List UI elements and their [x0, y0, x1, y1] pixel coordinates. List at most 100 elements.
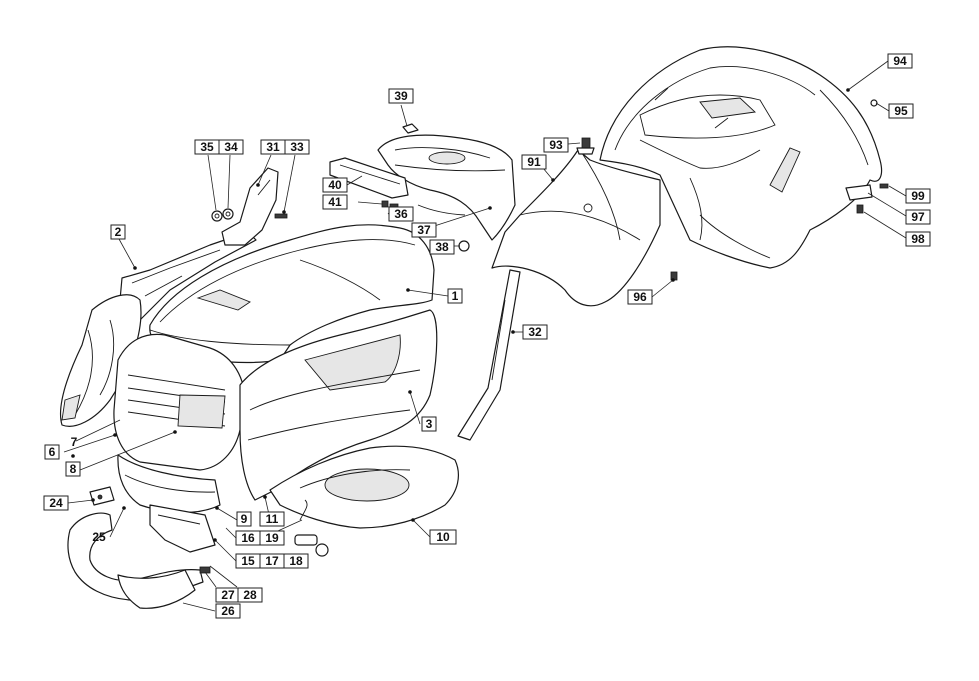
callout-11: 11	[259, 511, 285, 527]
callout-94: 94	[887, 53, 913, 69]
bracket-part-31	[221, 167, 279, 246]
callout-2: 2	[110, 224, 126, 240]
callout-99: 99	[905, 188, 931, 204]
svg-text:93: 93	[549, 138, 563, 152]
bumper-shield-part-26	[117, 569, 196, 609]
footboard-part-91	[491, 149, 661, 307]
callout-36: 36	[388, 206, 414, 222]
svg-text:91: 91	[527, 155, 541, 169]
callout-37: 37	[411, 222, 437, 238]
svg-text:39: 39	[394, 89, 408, 103]
svg-text:37: 37	[417, 223, 431, 237]
callout-35: 35	[194, 139, 220, 155]
callout-19: 19	[259, 530, 285, 546]
nut-part-35	[211, 210, 223, 222]
lower-panel-part-15	[117, 454, 221, 514]
callout-24: 24	[43, 495, 69, 511]
cylinder-part-17	[294, 534, 318, 546]
bottom-tray-part-10	[269, 445, 459, 529]
callout-38: 38	[429, 239, 455, 255]
callout-39: 39	[388, 88, 414, 104]
hood-part-1	[149, 224, 435, 364]
svg-text:33: 33	[290, 140, 304, 154]
bolt-part-33	[274, 213, 288, 219]
fastener-part-95	[870, 99, 878, 107]
plate-part-24	[89, 486, 115, 506]
callout-1: 1	[447, 288, 463, 304]
svg-text:35: 35	[200, 140, 214, 154]
svg-text:6: 6	[49, 445, 56, 459]
svg-text:36: 36	[394, 207, 408, 221]
screw-part-98	[856, 204, 864, 214]
svg-text:16: 16	[241, 531, 255, 545]
callout-3: 3	[421, 416, 437, 432]
svg-text:10: 10	[436, 530, 450, 544]
svg-text:34: 34	[224, 140, 238, 154]
callout-33: 33	[284, 139, 310, 155]
bolt-part-99	[879, 183, 889, 189]
svg-text:40: 40	[328, 178, 342, 192]
svg-text:28: 28	[243, 588, 257, 602]
svg-text:19: 19	[265, 531, 279, 545]
callout-34: 34	[218, 139, 244, 155]
svg-text:95: 95	[894, 104, 908, 118]
bolt-part-27	[199, 566, 211, 574]
screw-part-93	[576, 137, 595, 155]
screw-part-41	[381, 200, 389, 208]
leader-points	[91, 88, 850, 542]
bracket-part-97	[845, 184, 873, 201]
svg-text:18: 18	[289, 554, 303, 568]
panel-part-40	[329, 157, 409, 199]
svg-text:98: 98	[911, 232, 925, 246]
svg-text:9: 9	[241, 512, 248, 526]
svg-text:24: 24	[49, 496, 63, 510]
callout-98: 98	[905, 231, 931, 247]
callout-93: 93	[543, 137, 569, 153]
svg-text:17: 17	[265, 554, 279, 568]
callout-7: 7	[71, 435, 78, 449]
callout-6: 6	[44, 444, 60, 460]
callout-95: 95	[888, 103, 914, 119]
svg-text:41: 41	[328, 195, 342, 209]
svg-text:94: 94	[893, 54, 907, 68]
nut-part-34	[222, 208, 234, 220]
callout-91: 91	[521, 154, 547, 170]
callout-15: 15	[235, 553, 261, 569]
svg-text:2: 2	[115, 225, 122, 239]
support-part-6	[60, 294, 142, 427]
hook-part-19	[299, 499, 308, 521]
callout-25: 25	[92, 530, 106, 544]
svg-text:26: 26	[221, 604, 235, 618]
callout-10: 10	[429, 529, 457, 545]
svg-text:3: 3	[426, 417, 433, 431]
svg-text:99: 99	[911, 189, 925, 203]
svg-text:11: 11	[266, 512, 279, 526]
svg-text:31: 31	[266, 140, 280, 154]
svg-text:1: 1	[452, 289, 459, 303]
callout-9: 9	[236, 511, 252, 527]
callout-40: 40	[322, 177, 348, 193]
svg-text:7: 7	[71, 435, 78, 449]
rear-fender-part-94	[599, 46, 883, 269]
grommet-part-38	[458, 240, 470, 252]
knob-part-18	[315, 543, 329, 557]
callout-8: 8	[65, 454, 81, 477]
callout-27: 27	[215, 587, 241, 603]
side-panel-part-3	[239, 309, 438, 501]
console-part-37	[377, 134, 516, 241]
svg-text:27: 27	[221, 588, 235, 602]
clip-part-39	[402, 123, 419, 134]
strip-part-32	[457, 269, 521, 441]
callout-97: 97	[905, 209, 931, 225]
callout-26: 26	[215, 603, 241, 619]
svg-text:25: 25	[92, 530, 106, 544]
svg-text:15: 15	[241, 554, 255, 568]
callout-28: 28	[237, 587, 263, 603]
svg-text:96: 96	[633, 290, 647, 304]
callout-16: 16	[235, 530, 261, 546]
callout-32: 32	[522, 324, 548, 340]
callout-31: 31	[260, 139, 286, 155]
svg-text:32: 32	[528, 325, 542, 339]
